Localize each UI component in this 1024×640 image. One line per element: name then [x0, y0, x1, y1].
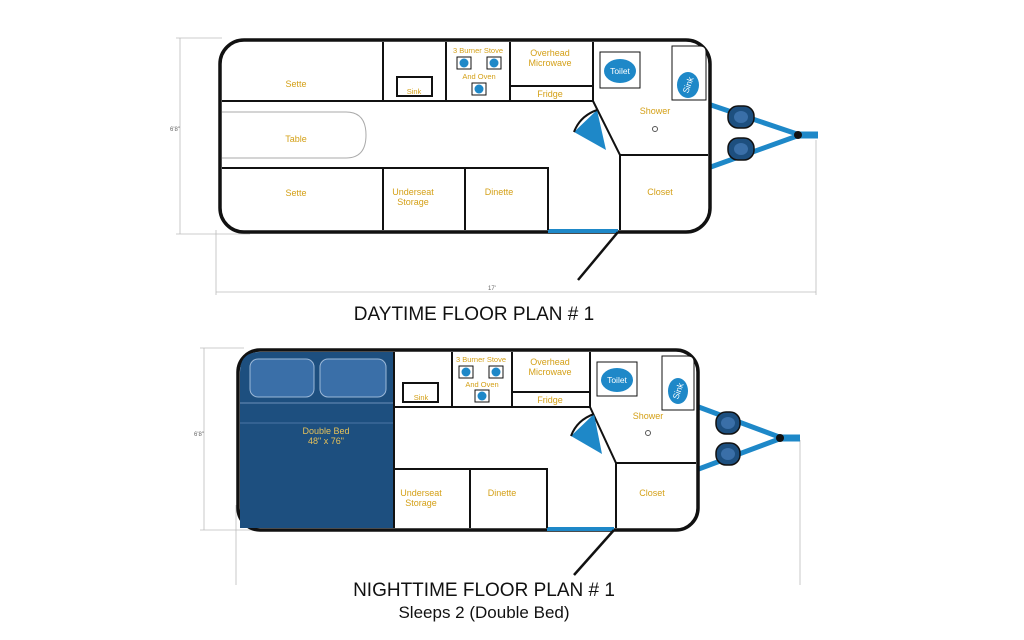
toilet-icon: [604, 59, 636, 83]
microwave-label-2: Microwave: [528, 367, 571, 377]
microwave-label-1: Overhead: [530, 357, 570, 367]
nighttime-plan: 6'8": [194, 347, 801, 622]
table-label: Table: [285, 134, 307, 144]
closet-label: Closet: [647, 187, 673, 197]
fridge-label: Fridge: [537, 89, 563, 99]
length-dimension-label: 17': [488, 286, 496, 292]
kitchen-sink-label: Sink: [407, 87, 422, 96]
trailer-hitch: [695, 403, 800, 473]
microwave-label-2: Microwave: [528, 58, 571, 68]
shower-drain-icon: [645, 430, 651, 436]
kitchen-sink: [396, 76, 433, 97]
stove-burners-icon: [456, 56, 502, 96]
kitchen-sink: [402, 382, 439, 403]
bath-sink-icon: [668, 378, 688, 404]
sette-top-label: Sette: [285, 79, 306, 89]
fridge-label: Fridge: [537, 395, 563, 405]
height-dimension-label: 6'8": [170, 127, 180, 133]
underseat-label-1: Underseat: [392, 187, 434, 197]
stove-label: 3 Burner Stove: [456, 355, 506, 364]
bath-sink-icon: [677, 72, 699, 98]
bed-label-1: Double Bed: [302, 426, 349, 436]
shower-label: Shower: [633, 411, 664, 421]
nighttime-plan-subtitle: Sleeps 2 (Double Bed): [398, 603, 569, 622]
oven-label: And Oven: [462, 72, 495, 81]
shower-drain-icon: [652, 126, 658, 132]
trailer-hitch: [707, 101, 818, 171]
toilet-label: Toilet: [610, 66, 630, 76]
dinette-label: Dinette: [485, 187, 514, 197]
underseat-label-2: Storage: [405, 498, 437, 508]
shower-door: [574, 110, 606, 150]
toilet-label: Toilet: [607, 375, 627, 385]
table: [222, 111, 367, 159]
stove-burners-icon: [458, 365, 504, 403]
height-dimension-label: 6'8": [194, 432, 204, 438]
trailer-outline: [218, 38, 712, 234]
sette-bottom-label: Sette: [285, 188, 306, 198]
pillow-icon: [319, 358, 387, 398]
pillow-icon: [249, 358, 315, 398]
toilet-icon: [601, 368, 633, 392]
kitchen-sink-label: Sink: [414, 393, 429, 402]
shower-label: Shower: [640, 106, 671, 116]
oven-label: And Oven: [465, 380, 498, 389]
door-swing: [573, 529, 615, 576]
door-swing: [577, 231, 619, 281]
underseat-label-2: Storage: [397, 197, 429, 207]
stove-label: 3 Burner Stove: [453, 46, 503, 55]
bed-label-2: 48" x 76": [308, 436, 344, 446]
closet-label: Closet: [639, 488, 665, 498]
daytime-plan-title: DAYTIME FLOOR PLAN # 1: [354, 304, 594, 325]
underseat-label-1: Underseat: [400, 488, 442, 498]
nighttime-plan-title: NIGHTTIME FLOOR PLAN # 1: [353, 580, 615, 601]
shower-door: [571, 414, 602, 454]
microwave-label-1: Overhead: [530, 48, 570, 58]
daytime-plan: 6'8" 17': [170, 37, 818, 325]
dinette-label: Dinette: [488, 488, 517, 498]
